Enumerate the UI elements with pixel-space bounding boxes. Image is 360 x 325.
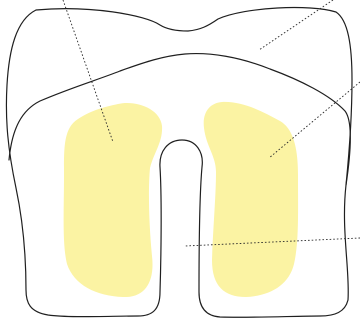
outer-contour	[6, 8, 352, 318]
left-highlight-region	[64, 103, 162, 297]
right-highlight-region	[204, 102, 298, 297]
leader-line-right-middle	[269, 82, 360, 158]
inner-contour	[9, 54, 350, 185]
